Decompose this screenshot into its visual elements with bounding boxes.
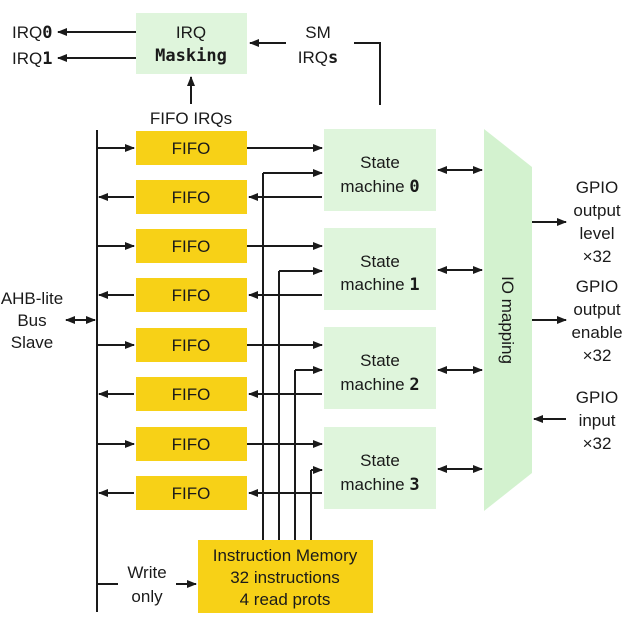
bus-label-line1: AHB-lite — [1, 289, 63, 308]
svg-text:enable: enable — [571, 323, 622, 342]
sm-irqs-line — [354, 42, 381, 105]
irq0-label: IRQ0 — [12, 23, 52, 43]
fifo-label: FIFO — [172, 286, 211, 305]
svg-text:input: input — [579, 411, 616, 430]
svg-text:×32: ×32 — [583, 247, 612, 266]
svg-text:×32: ×32 — [583, 346, 612, 365]
state-machine-0: State machine 0 — [324, 129, 436, 211]
state-machine-line2: machine 3 — [340, 475, 419, 495]
fifo-label: FIFO — [172, 237, 211, 256]
state-machine-line1: State — [360, 153, 400, 172]
svg-text:output: output — [573, 300, 621, 319]
state-machine-line2: machine 1 — [340, 275, 419, 295]
state-machine-3: State machine 3 — [324, 427, 436, 509]
write-only-line1: Write — [127, 563, 166, 582]
fifo-box — [136, 427, 247, 461]
state-machine-line1: State — [360, 351, 400, 370]
fifo-box — [136, 131, 247, 165]
state-machine-2: State machine 2 — [324, 327, 436, 409]
io-mapping-box — [484, 129, 532, 511]
fifo-box — [136, 180, 247, 214]
io-mapping-label: IO mapping — [498, 276, 517, 364]
instruction-read-ports — [262, 169, 323, 540]
bus-label-line3: Slave — [11, 333, 54, 352]
instruction-memory-line3: 4 read prots — [240, 590, 331, 609]
svg-text:level: level — [580, 224, 615, 243]
sm-irqs-line1: SM — [305, 23, 331, 42]
irq-masking-line2: Masking — [155, 46, 227, 66]
fifo-group: FIFO FIFO FIFO FIFO FIFO FIFO FIFO — [97, 131, 323, 510]
sm-irqs-line2: IRQs — [298, 48, 338, 68]
fifo-label: FIFO — [172, 188, 211, 207]
state-machine-line2: machine 0 — [340, 177, 419, 197]
svg-text:output: output — [573, 201, 621, 220]
instruction-memory-box — [198, 540, 373, 613]
svg-text:GPIO: GPIO — [576, 178, 619, 197]
fifo-label: FIFO — [172, 336, 211, 355]
instruction-memory-line1: Instruction Memory — [213, 546, 358, 565]
irq-masking-box — [136, 13, 247, 74]
instruction-memory-line2: 32 instructions — [230, 568, 340, 587]
fifo-box — [136, 229, 247, 263]
state-machine-box — [324, 427, 436, 509]
svg-text:GPIO: GPIO — [576, 277, 619, 296]
fifo-label: FIFO — [172, 435, 211, 454]
gpio-output-enable-label: GPIO output enable ×32 — [571, 277, 622, 365]
state-machine-line2: machine 2 — [340, 375, 419, 395]
fifo-box — [136, 278, 247, 312]
bus-label-line2: Bus — [17, 311, 46, 330]
irq-masking-line1: IRQ — [176, 23, 206, 42]
fifo-label: FIFO — [172, 385, 211, 404]
state-machine-box — [324, 228, 436, 310]
fifo-box — [136, 377, 247, 411]
state-machine-line1: State — [360, 451, 400, 470]
fifo-label: FIFO — [172, 484, 211, 503]
state-machine-1: State machine 1 — [324, 228, 436, 310]
svg-text:×32: ×32 — [583, 434, 612, 453]
fifo-box — [136, 328, 247, 362]
state-machine-box — [324, 327, 436, 409]
state-machine-line1: State — [360, 252, 400, 271]
fifo-irqs-label: FIFO IRQs — [150, 109, 232, 128]
state-machine-box — [324, 129, 436, 211]
svg-text:GPIO: GPIO — [576, 388, 619, 407]
irq1-label: IRQ1 — [12, 49, 52, 69]
gpio-input-label: GPIO input ×32 — [576, 388, 619, 453]
fifo-box — [136, 476, 247, 510]
gpio-output-level-label: GPIO output level ×32 — [573, 178, 621, 266]
fifo-label: FIFO — [172, 139, 211, 158]
write-only-line2: only — [131, 587, 163, 606]
